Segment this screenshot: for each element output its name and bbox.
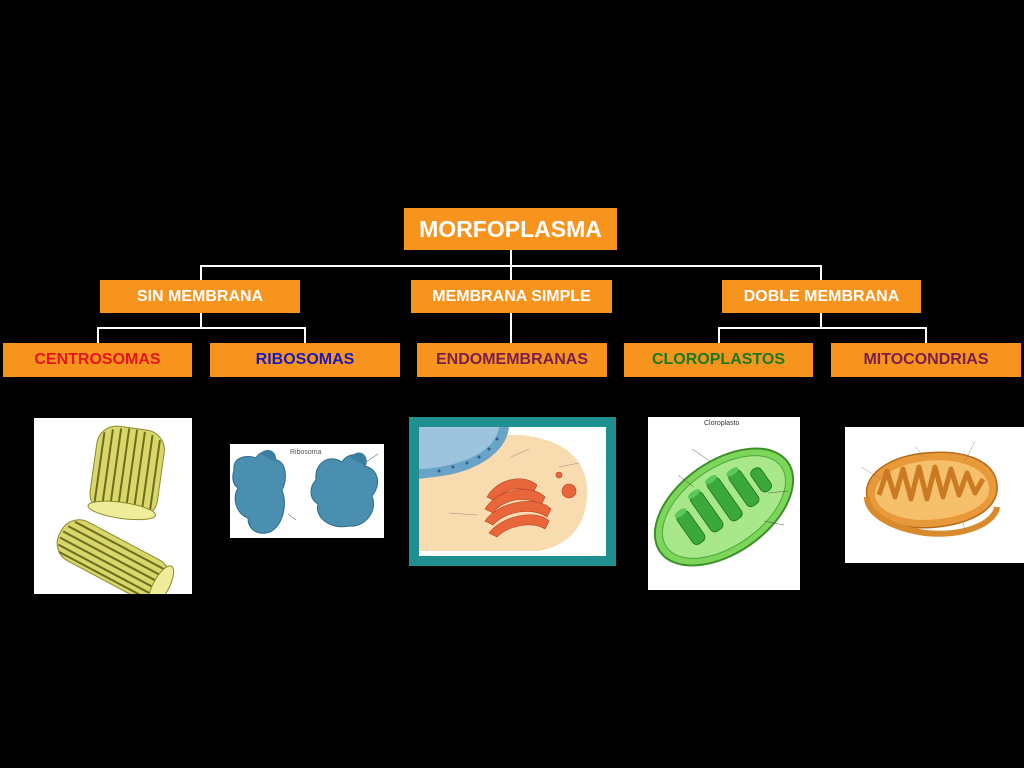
chloroplast-illustration: Cloroplasto [648, 417, 800, 590]
ribosome-illustration: Ribosoma [230, 444, 384, 538]
organelle-label: MITOCONDRIAS [863, 351, 989, 368]
root-node: MORFOPLASMA [404, 208, 617, 250]
organelle-centrosomas: CENTROSOMAS [3, 343, 192, 377]
connector-to-membrana-simple [510, 265, 512, 280]
connector-to-doble-membrana [820, 265, 822, 280]
organelle-label: CLOROPLASTOS [651, 351, 786, 368]
endomembrane-illustration [409, 417, 616, 566]
connector-to-ribosomas [304, 327, 306, 343]
connector-to-centrosomas [97, 327, 99, 343]
connector-sin-down [200, 313, 202, 328]
category-doble-membrana: DOBLE MEMBRANA [722, 280, 921, 313]
organelle-endomembranas: ENDOMEMBRANAS [417, 343, 607, 377]
category-label: MEMBRANA SIMPLE [432, 287, 591, 305]
category-label: DOBLE MEMBRANA [743, 287, 900, 305]
chloroplast-image-title: Cloroplasto [704, 420, 740, 427]
category-sin-membrana: SIN MEMBRANA [100, 280, 300, 313]
organelle-label: RIBOSOMAS [255, 351, 355, 368]
organelle-label: CENTROSOMAS [34, 351, 161, 368]
organelle-mitocondrias: MITOCONDRIAS [831, 343, 1021, 377]
category-label: SIN MEMBRANA [136, 287, 264, 305]
centrosome-illustration [34, 418, 192, 594]
root-label: MORFOPLASMA [419, 215, 602, 242]
ribosome-image-title: Ribosoma [290, 449, 322, 456]
connector-doble-down [820, 313, 822, 328]
connector-doble-horizontal [718, 327, 927, 329]
connector-to-sin-membrana [200, 265, 202, 280]
organelle-ribosomas: RIBOSOMAS [210, 343, 400, 377]
connector-to-cloroplastos [718, 327, 720, 343]
organelle-label: ENDOMEMBRANAS [436, 351, 588, 368]
mitochondria-illustration [845, 427, 1024, 563]
connector-root-down [510, 250, 512, 266]
connector-to-endomembranas [510, 313, 512, 343]
connector-to-mitocondrias [925, 327, 927, 343]
organelle-cloroplastos: CLOROPLASTOS [624, 343, 813, 377]
category-membrana-simple: MEMBRANA SIMPLE [411, 280, 612, 313]
connector-sin-horizontal [97, 327, 306, 329]
